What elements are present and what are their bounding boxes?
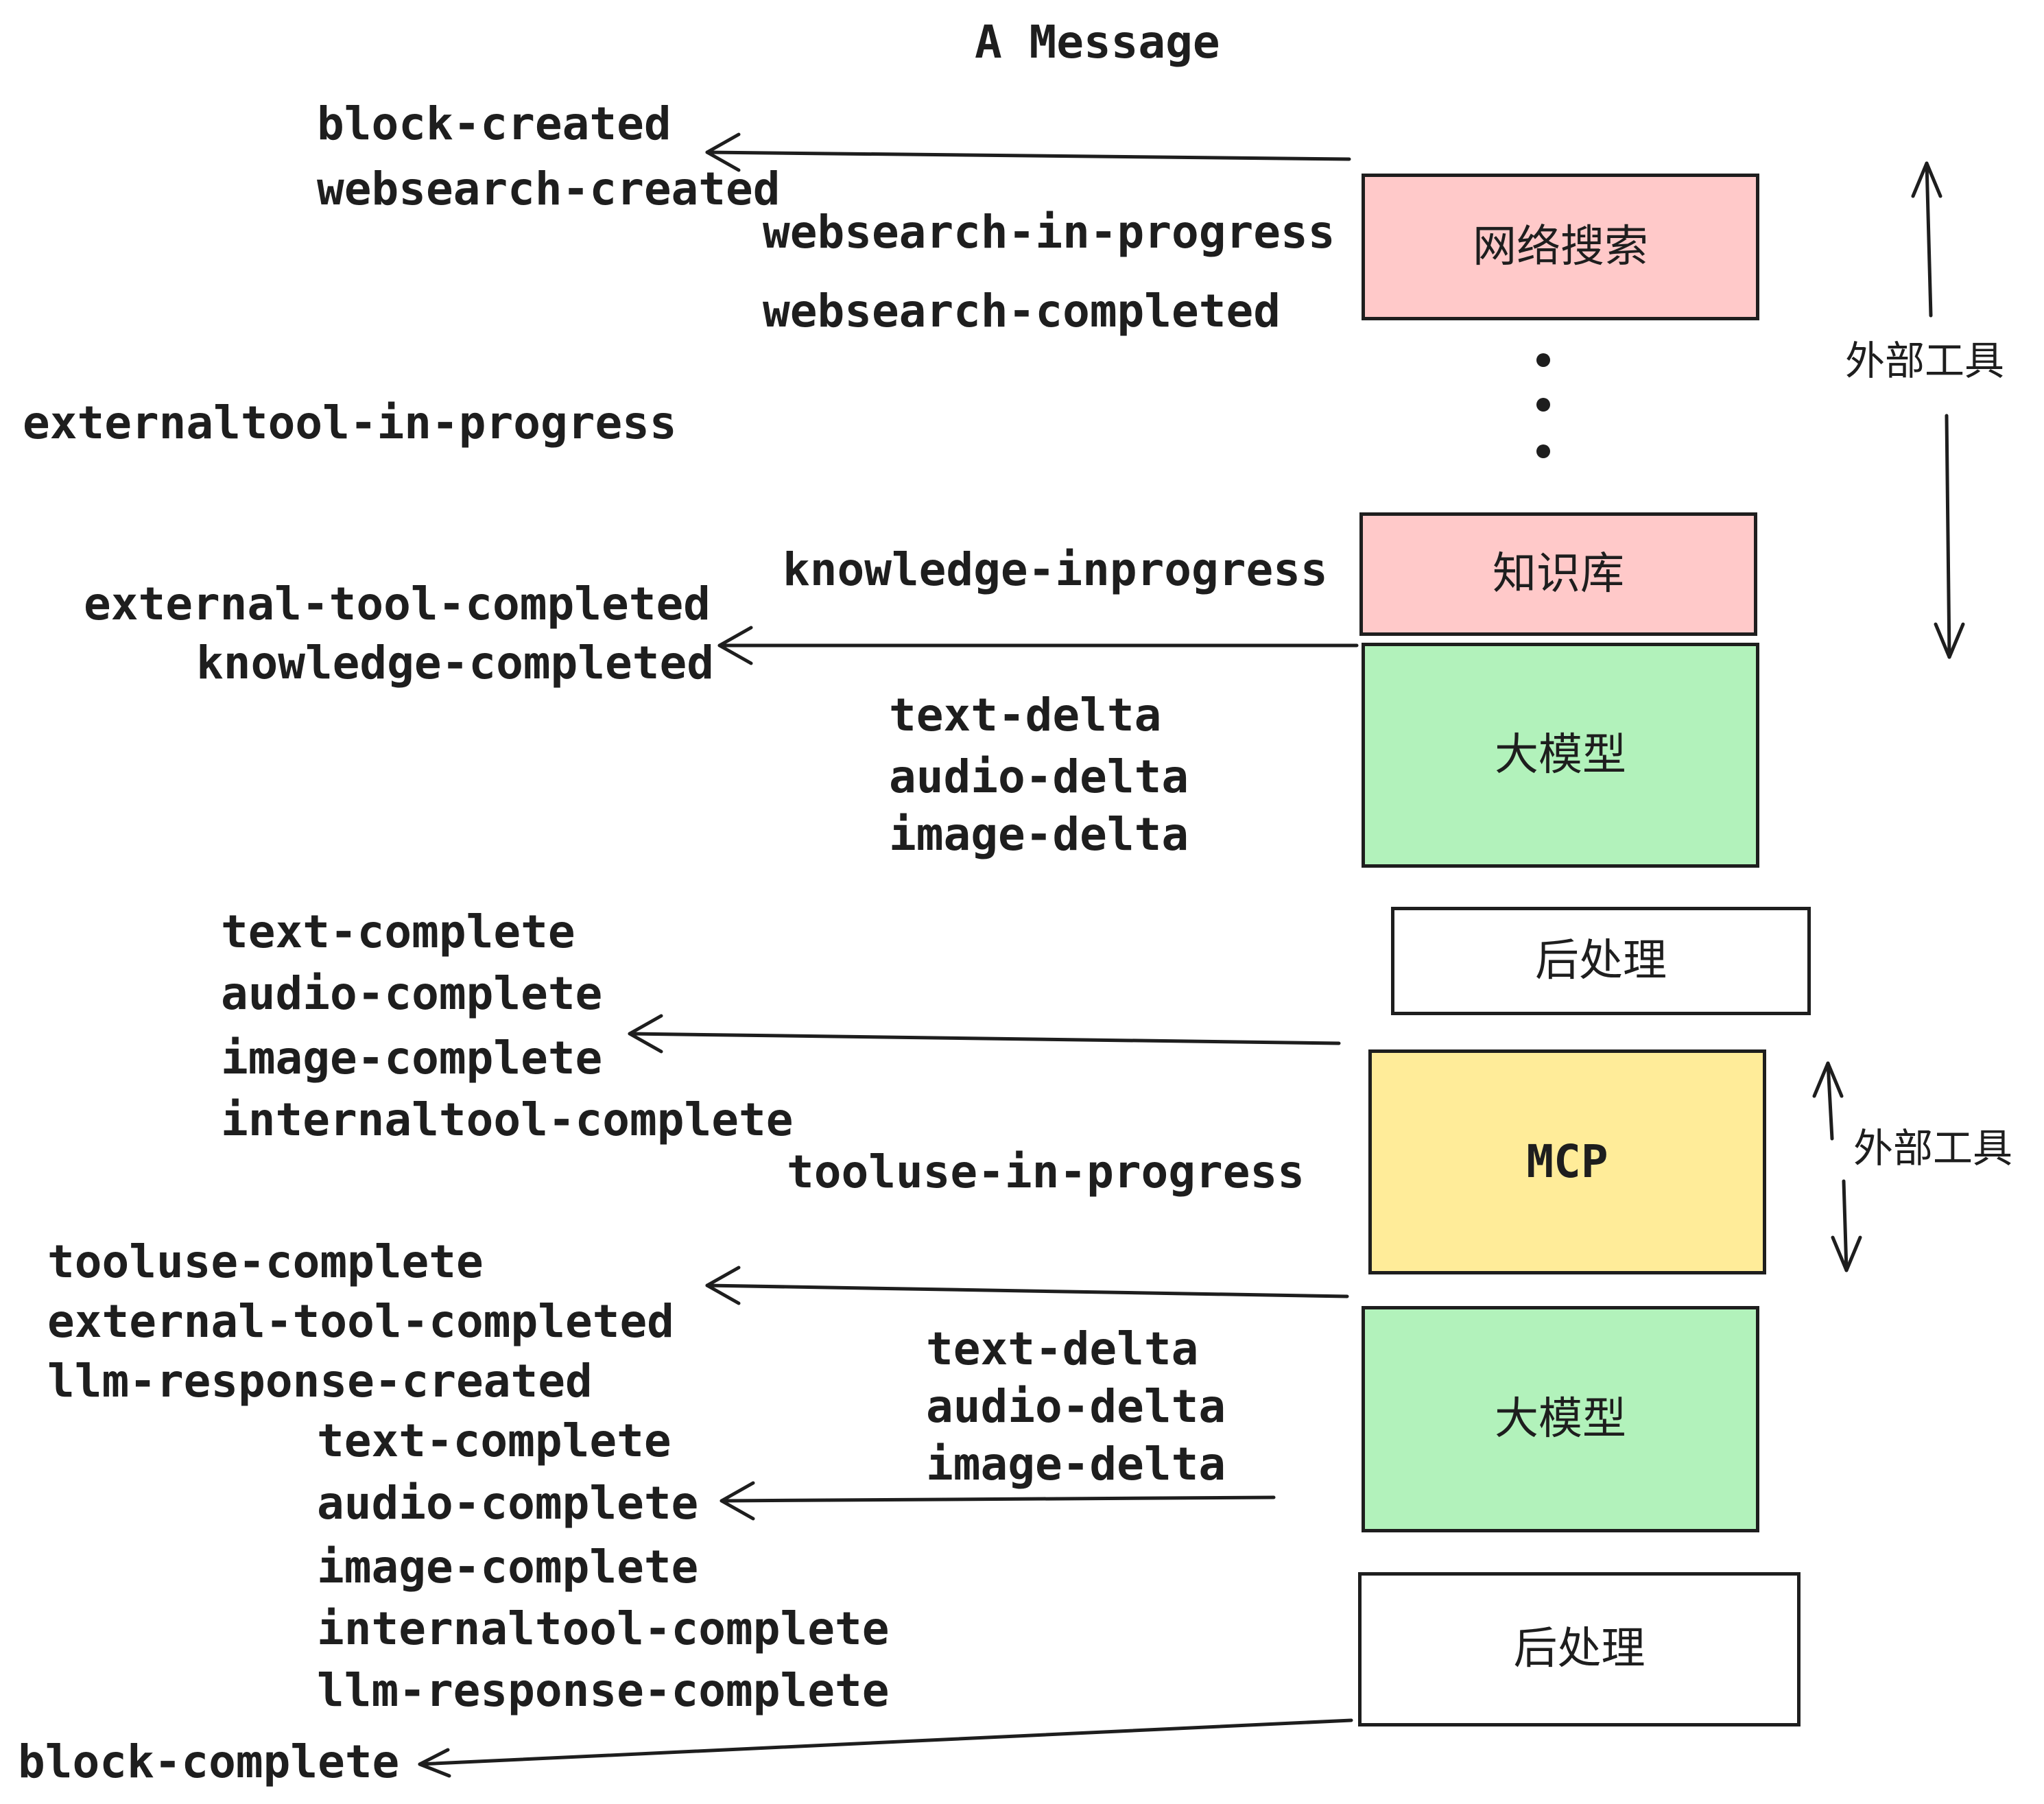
event-label-text-complete-2: text-complete — [317, 1414, 672, 1467]
event-label-websearch-completed: websearch-completed — [763, 285, 1281, 337]
arrow-shaft — [1945, 414, 1951, 659]
arrow-head — [705, 132, 741, 172]
ellipsis-dots-icon — [1536, 353, 1550, 458]
event-label-audio-delta-1: audio-delta — [889, 750, 1189, 803]
arrow-shaft — [705, 1283, 1349, 1298]
arrow-head — [705, 1266, 741, 1305]
box-knowledge: 知识库 — [1359, 512, 1757, 636]
event-label-audio-complete-2: audio-complete — [317, 1477, 699, 1530]
box-websearch: 网络搜索 — [1362, 174, 1759, 320]
arrow-tooluse-complete — [705, 1266, 1349, 1305]
arrow-shaft — [628, 1032, 1341, 1045]
event-label-websearch-created: websearch-created — [317, 163, 781, 215]
diagram-title: A Message — [975, 16, 1220, 69]
box-llm-1-label: 大模型 — [1495, 729, 1626, 781]
arrow-shaft — [1842, 1179, 1849, 1272]
side-label-external-tools-1: 外部工具 — [1845, 337, 2005, 384]
arrow-head — [717, 626, 753, 665]
event-label-llm-response-created: llm-response-created — [47, 1355, 593, 1408]
event-label-text-delta-2: text-delta — [926, 1322, 1199, 1375]
arrow-external-tools-up-1 — [1911, 161, 1942, 318]
arrow-websearch-created — [705, 132, 1351, 172]
event-label-external-tool-completed-2: external-tool-completed — [47, 1295, 674, 1348]
box-knowledge-label: 知识库 — [1493, 548, 1624, 600]
box-llm-2: 大模型 — [1362, 1306, 1759, 1532]
arrow-shaft — [705, 150, 1351, 161]
box-mcp: MCP — [1368, 1049, 1766, 1274]
event-label-block-created: block-created — [317, 97, 672, 150]
box-llm-2-label: 大模型 — [1495, 1393, 1626, 1445]
event-label-knowledge-inprogress: knowledge-inprogress — [783, 543, 1328, 596]
arrow-head — [1934, 622, 1965, 659]
arrow-audio-complete — [720, 1481, 1276, 1521]
arrow-shaft — [418, 1718, 1353, 1766]
box-post-processing-2: 后处理 — [1358, 1572, 1801, 1726]
event-label-knowledge-completed: knowledge-completed — [196, 637, 714, 689]
arrow-shaft — [720, 1495, 1276, 1503]
arrow-head — [1911, 161, 1942, 198]
box-websearch-label: 网络搜索 — [1473, 221, 1648, 272]
arrow-head — [418, 1748, 451, 1778]
event-label-block-complete: block-complete — [18, 1735, 400, 1788]
event-label-audio-complete-1: audio-complete — [221, 967, 603, 1020]
event-label-text-complete-1: text-complete — [221, 905, 575, 958]
event-label-image-complete-2: image-complete — [317, 1541, 699, 1593]
event-label-image-delta-2: image-delta — [926, 1438, 1226, 1491]
event-label-text-delta-1: text-delta — [889, 689, 1162, 741]
arrow-knowledge-completed — [717, 626, 1359, 665]
event-label-websearch-in-progress: websearch-in-progress — [763, 206, 1335, 259]
arrow-head — [1812, 1061, 1844, 1098]
box-post-processing-1: 后处理 — [1391, 907, 1811, 1015]
arrow-image-complete — [628, 1014, 1341, 1054]
box-llm-1: 大模型 — [1362, 643, 1759, 868]
arrow-external-tools-up-2 — [1812, 1061, 1844, 1141]
arrow-block-complete — [418, 1718, 1353, 1778]
event-label-image-complete-1: image-complete — [221, 1032, 603, 1084]
arrow-head — [1831, 1235, 1862, 1272]
event-label-tooluse-complete: tooluse-complete — [47, 1235, 484, 1288]
event-label-tooluse-in-progress: tooluse-in-progress — [787, 1146, 1305, 1198]
box-mcp-label: MCP — [1526, 1135, 1608, 1189]
event-label-external-tool-completed-1: external-tool-completed — [84, 578, 711, 630]
arrow-external-tools-down-2 — [1831, 1179, 1862, 1272]
event-label-image-delta-1: image-delta — [889, 808, 1189, 861]
event-label-internaltool-complete-1: internaltool-complete — [221, 1093, 794, 1146]
event-label-llm-response-complete: llm-response-complete — [317, 1664, 890, 1717]
event-label-internaltool-complete-2: internaltool-complete — [317, 1602, 890, 1655]
box-post-processing-2-label: 后处理 — [1513, 1624, 1645, 1675]
arrow-shaft — [1826, 1061, 1834, 1141]
arrow-head — [628, 1014, 663, 1054]
event-label-audio-delta-2: audio-delta — [926, 1380, 1226, 1433]
event-label-externaltool-in-progress: externaltool-in-progress — [23, 396, 677, 449]
box-post-processing-1-label: 后处理 — [1535, 935, 1667, 986]
arrow-shaft — [1925, 161, 1933, 318]
side-label-external-tools-2: 外部工具 — [1853, 1125, 2013, 1172]
arrow-head — [720, 1481, 755, 1521]
arrow-external-tools-down-1 — [1934, 414, 1965, 659]
